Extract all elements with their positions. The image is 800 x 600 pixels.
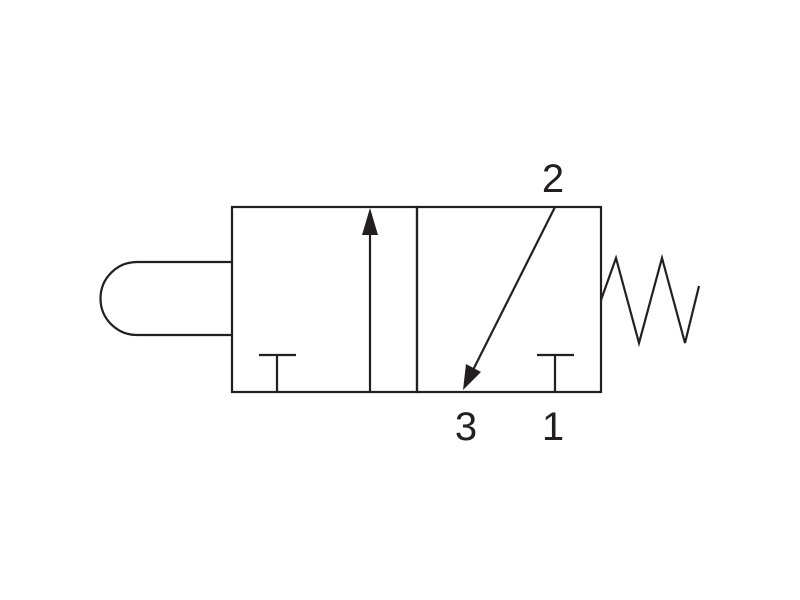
valve-position-left bbox=[230, 205, 419, 394]
port-label-2: 2 bbox=[542, 157, 564, 201]
flow-arrow-diagonal bbox=[463, 206, 556, 390]
push-button-icon bbox=[99, 260, 232, 337]
port-label-1: 1 bbox=[542, 405, 564, 449]
blocked-port-right bbox=[537, 353, 574, 392]
flow-arrow-up bbox=[362, 208, 378, 392]
spring-icon bbox=[599, 253, 701, 348]
blocked-port-left bbox=[259, 353, 296, 392]
port-label-3: 3 bbox=[455, 405, 477, 449]
